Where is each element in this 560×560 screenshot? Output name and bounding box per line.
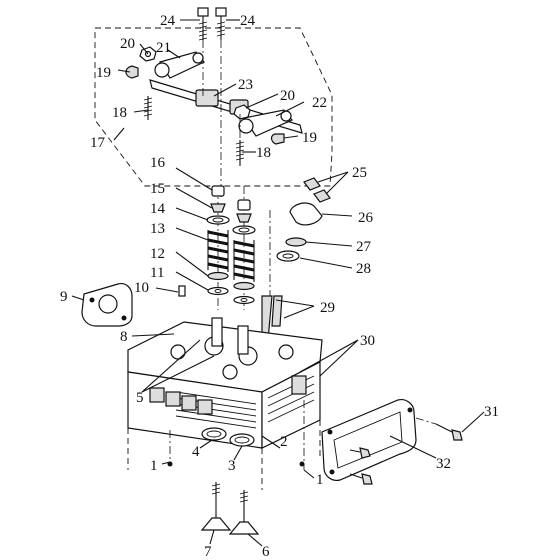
- callout-labels: 24 24 20 21 19 23 20 22 18 19 17 18 16 2…: [60, 13, 499, 560]
- callout-21: 21: [156, 40, 171, 56]
- callout-10: 10: [134, 280, 149, 296]
- callout-13: 13: [150, 221, 165, 237]
- callout-14: 14: [150, 201, 166, 217]
- callout-2: 2: [280, 434, 288, 450]
- leader-lines: [71, 19, 485, 547]
- callout-24-right: 24: [240, 13, 256, 29]
- callout-29: 29: [320, 300, 335, 316]
- callout-20-left: 20: [120, 36, 135, 52]
- callout-30: 30: [360, 333, 375, 349]
- callout-12: 12: [150, 246, 165, 262]
- callout-22: 22: [312, 95, 327, 111]
- callout-25: 25: [352, 165, 367, 181]
- callout-1-right: 1: [316, 472, 324, 488]
- callout-17: 17: [90, 135, 106, 151]
- callout-15: 15: [150, 181, 165, 197]
- valves: [167, 461, 305, 535]
- callout-19-left: 19: [96, 65, 111, 81]
- callout-1-left: 1: [150, 458, 158, 474]
- callout-27: 27: [356, 239, 372, 255]
- valve-seats: [201, 427, 255, 447]
- callout-26: 26: [358, 210, 374, 226]
- callout-16: 16: [150, 155, 166, 171]
- callout-24-left: 24: [160, 13, 176, 29]
- callout-19-right: 19: [302, 130, 317, 146]
- rocker-arm-assembly: [94, 7, 333, 200]
- callout-8: 8: [120, 329, 128, 345]
- callout-28: 28: [356, 261, 371, 277]
- callout-3: 3: [228, 458, 236, 474]
- callout-32: 32: [436, 456, 451, 472]
- callout-11: 11: [150, 265, 164, 281]
- callout-20-right: 20: [280, 88, 295, 104]
- callout-4: 4: [192, 444, 200, 460]
- callout-7: 7: [204, 544, 212, 560]
- callout-18-left: 18: [112, 105, 127, 121]
- callout-9: 9: [60, 289, 68, 305]
- callout-6: 6: [262, 544, 270, 560]
- callout-5: 5: [136, 390, 144, 406]
- callout-18-right: 18: [256, 145, 271, 161]
- callout-23: 23: [238, 77, 253, 93]
- callout-31: 31: [484, 404, 499, 420]
- valve-train-parts: [206, 185, 256, 310]
